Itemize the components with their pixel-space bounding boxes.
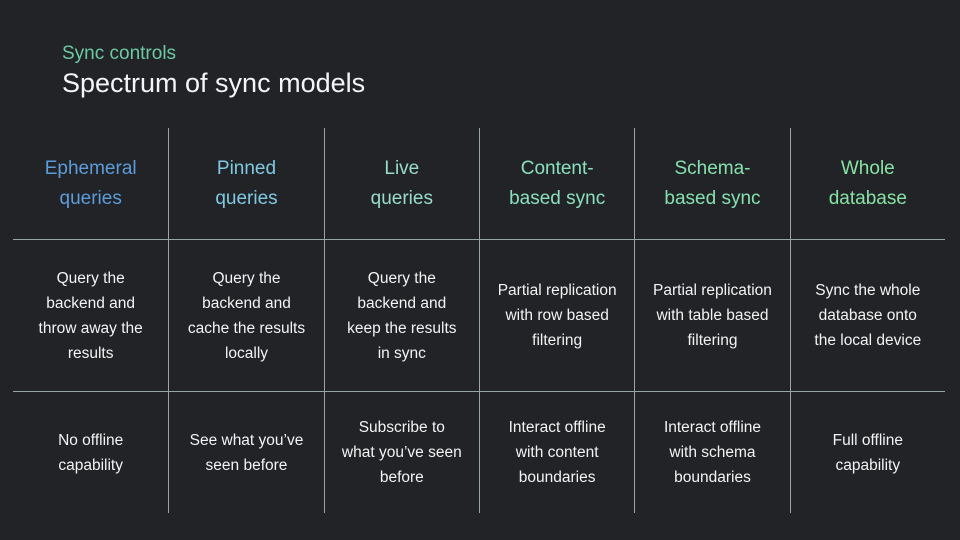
description-whole-database: Sync the whole database onto the local d… (789, 239, 945, 391)
header-content-based-sync: Content- based sync (478, 128, 634, 239)
description-live-queries: Query the backend and keep the results i… (323, 239, 479, 391)
offline-ephemeral-queries: No offline capability (13, 391, 169, 513)
title-block: Sync controls Spectrum of sync models (62, 42, 365, 99)
page-title: Spectrum of sync models (62, 68, 366, 98)
header-ephemeral-queries: Ephemeral queries (44, 157, 137, 209)
offline-content-based-sync: Interact offline with content boundaries (478, 391, 635, 513)
sync-models-table: Ephemeral queries Pinned queries Live qu… (13, 128, 945, 513)
description-pinned-queries: Query the backend and cache the results … (168, 239, 324, 391)
slide-eyebrow: Sync controls (62, 43, 177, 64)
header-whole-database: Whole database (789, 128, 945, 239)
description-ephemeral-queries: Query the backend and throw away the res… (13, 239, 169, 391)
header-live-queries: Live queries (323, 128, 479, 239)
offline-whole-database: Full offline capability (789, 391, 945, 513)
header-schema-based-sync: Schema- based sync (634, 128, 789, 239)
header-pinned-queries: Pinned queries (168, 128, 323, 239)
offline-live-queries: Subscribe to what you’ve seen before (323, 391, 479, 513)
offline-schema-based-sync: Interact offline with schema boundaries (634, 391, 790, 513)
description-schema-based-sync: Partial replication with table based fil… (634, 239, 790, 391)
description-content-based-sync: Partial replication with row based filte… (478, 239, 635, 391)
offline-pinned-queries: See what you’ve seen before (168, 391, 324, 513)
